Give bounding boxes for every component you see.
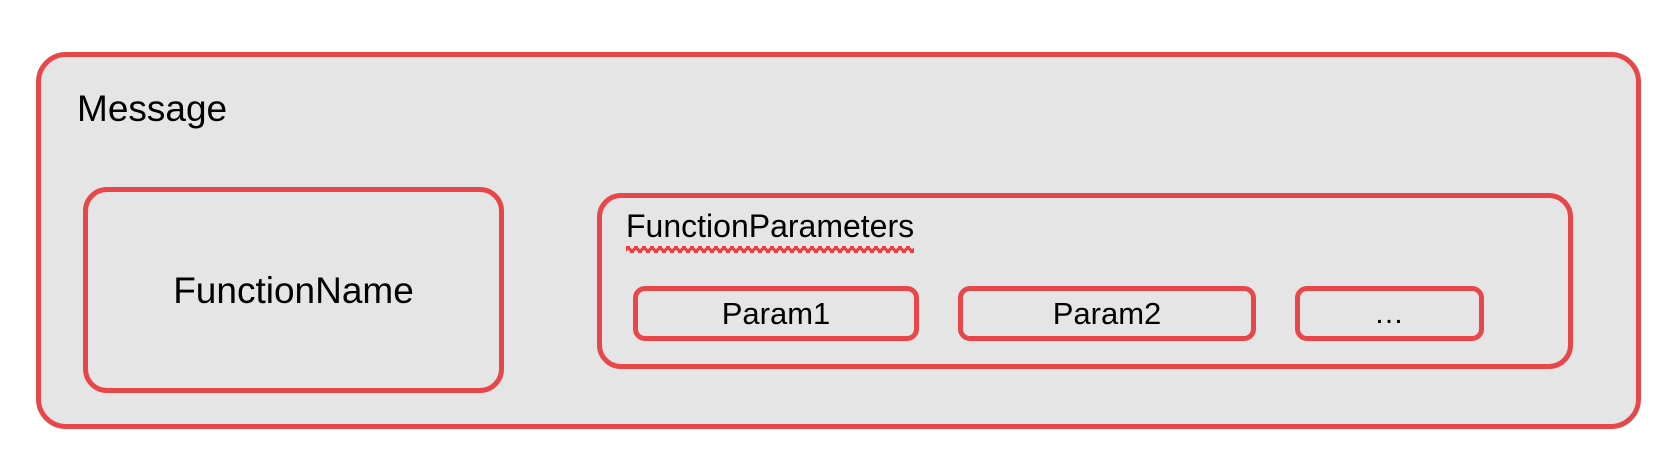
parameter-label: Param2 bbox=[1052, 296, 1162, 331]
parameter-chip[interactable]: Param2 bbox=[958, 286, 1256, 341]
parameter-label: Param1 bbox=[721, 296, 831, 331]
parameter-chip-more[interactable]: … bbox=[1295, 286, 1484, 341]
parameter-chip[interactable]: Param1 bbox=[633, 286, 919, 341]
parameter-ellipsis-label: … bbox=[1374, 296, 1405, 330]
function-name-label: FunctionName bbox=[173, 269, 414, 311]
function-name-node[interactable]: FunctionName bbox=[83, 187, 504, 393]
function-parameters-group[interactable]: FunctionParameters Param1 Param2 … bbox=[597, 193, 1573, 369]
function-parameters-title: FunctionParameters bbox=[626, 208, 915, 253]
message-container[interactable]: Message FunctionName FunctionParameters … bbox=[36, 52, 1641, 429]
spellcheck-squiggle-underline bbox=[626, 245, 915, 253]
parameter-chip-row: Param1 Param2 … bbox=[633, 286, 1484, 341]
message-title-label: Message bbox=[77, 88, 228, 129]
function-parameters-label: FunctionParameters bbox=[626, 208, 915, 244]
